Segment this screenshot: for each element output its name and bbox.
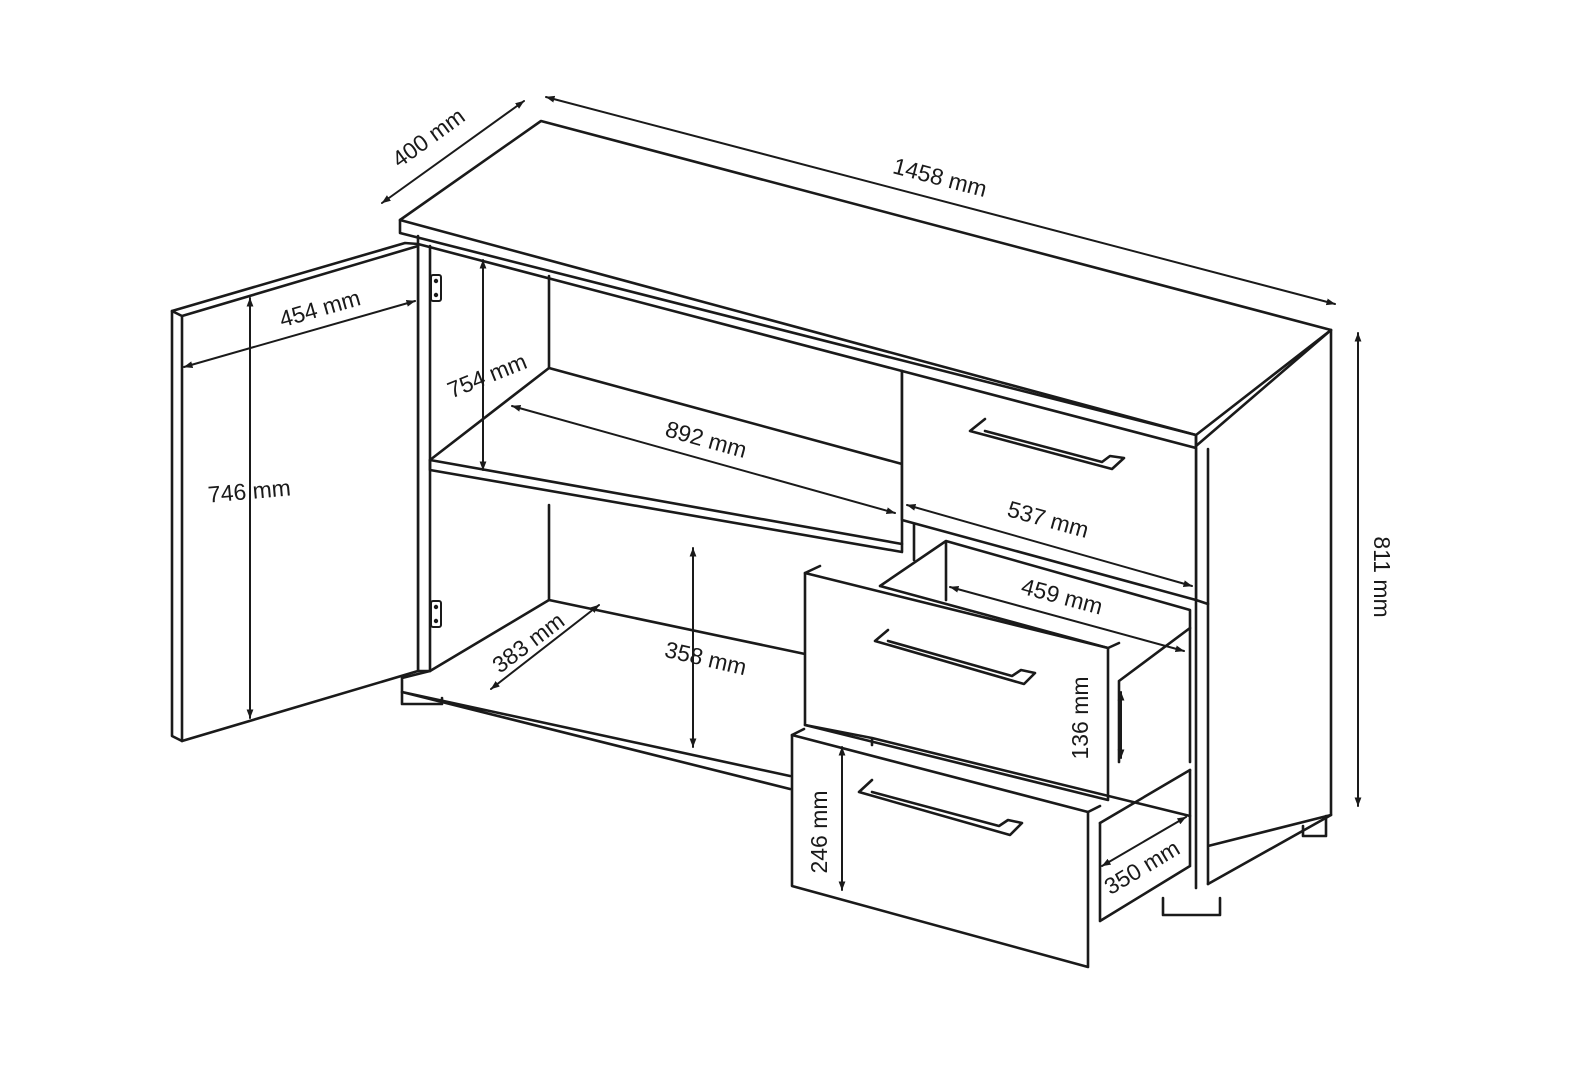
dim-line-door-width xyxy=(183,300,416,368)
hinge-icon xyxy=(430,600,442,628)
dim-line-drawer-inner-width xyxy=(949,585,1185,653)
label-drawer-depth: 350 mm xyxy=(1100,835,1185,900)
label-upper-height: 754 mm xyxy=(444,348,531,403)
label-depth: 400 mm xyxy=(387,103,470,173)
dim-line-depth xyxy=(381,100,525,204)
label-bottom-drawer-height: 246 mm xyxy=(806,790,832,873)
label-lower-height: 358 mm xyxy=(662,636,749,680)
bottom-drawer xyxy=(790,723,1192,969)
drawer-handle-icon xyxy=(873,628,1037,686)
dim-line-lower-depth xyxy=(490,604,600,690)
label-height: 811 mm xyxy=(1369,536,1395,617)
dimension-lines xyxy=(183,95,1362,891)
label-drawer-inner-width: 459 mm xyxy=(1019,573,1106,620)
label-width: 1458 mm xyxy=(890,153,989,202)
label-shelf-width: 892 mm xyxy=(663,416,750,463)
middle-shelf xyxy=(428,366,904,554)
drawer-handle-icon xyxy=(857,778,1024,837)
top-panel xyxy=(398,119,1333,448)
bottom-panel xyxy=(400,598,807,791)
dim-line-drawer-depth xyxy=(1101,816,1187,867)
right-foot xyxy=(1161,896,1222,917)
dim-line-width xyxy=(545,95,1336,306)
hinge-icon xyxy=(430,274,442,302)
label-middle-drawer-height: 136 mm xyxy=(1067,676,1093,759)
left-side-panel xyxy=(416,242,432,673)
dim-line-drawer-width xyxy=(906,504,1193,587)
dim-line-shelf-width xyxy=(511,405,896,514)
label-lower-depth: 383 mm xyxy=(487,607,569,678)
drawer-handle-icon xyxy=(968,417,1126,471)
